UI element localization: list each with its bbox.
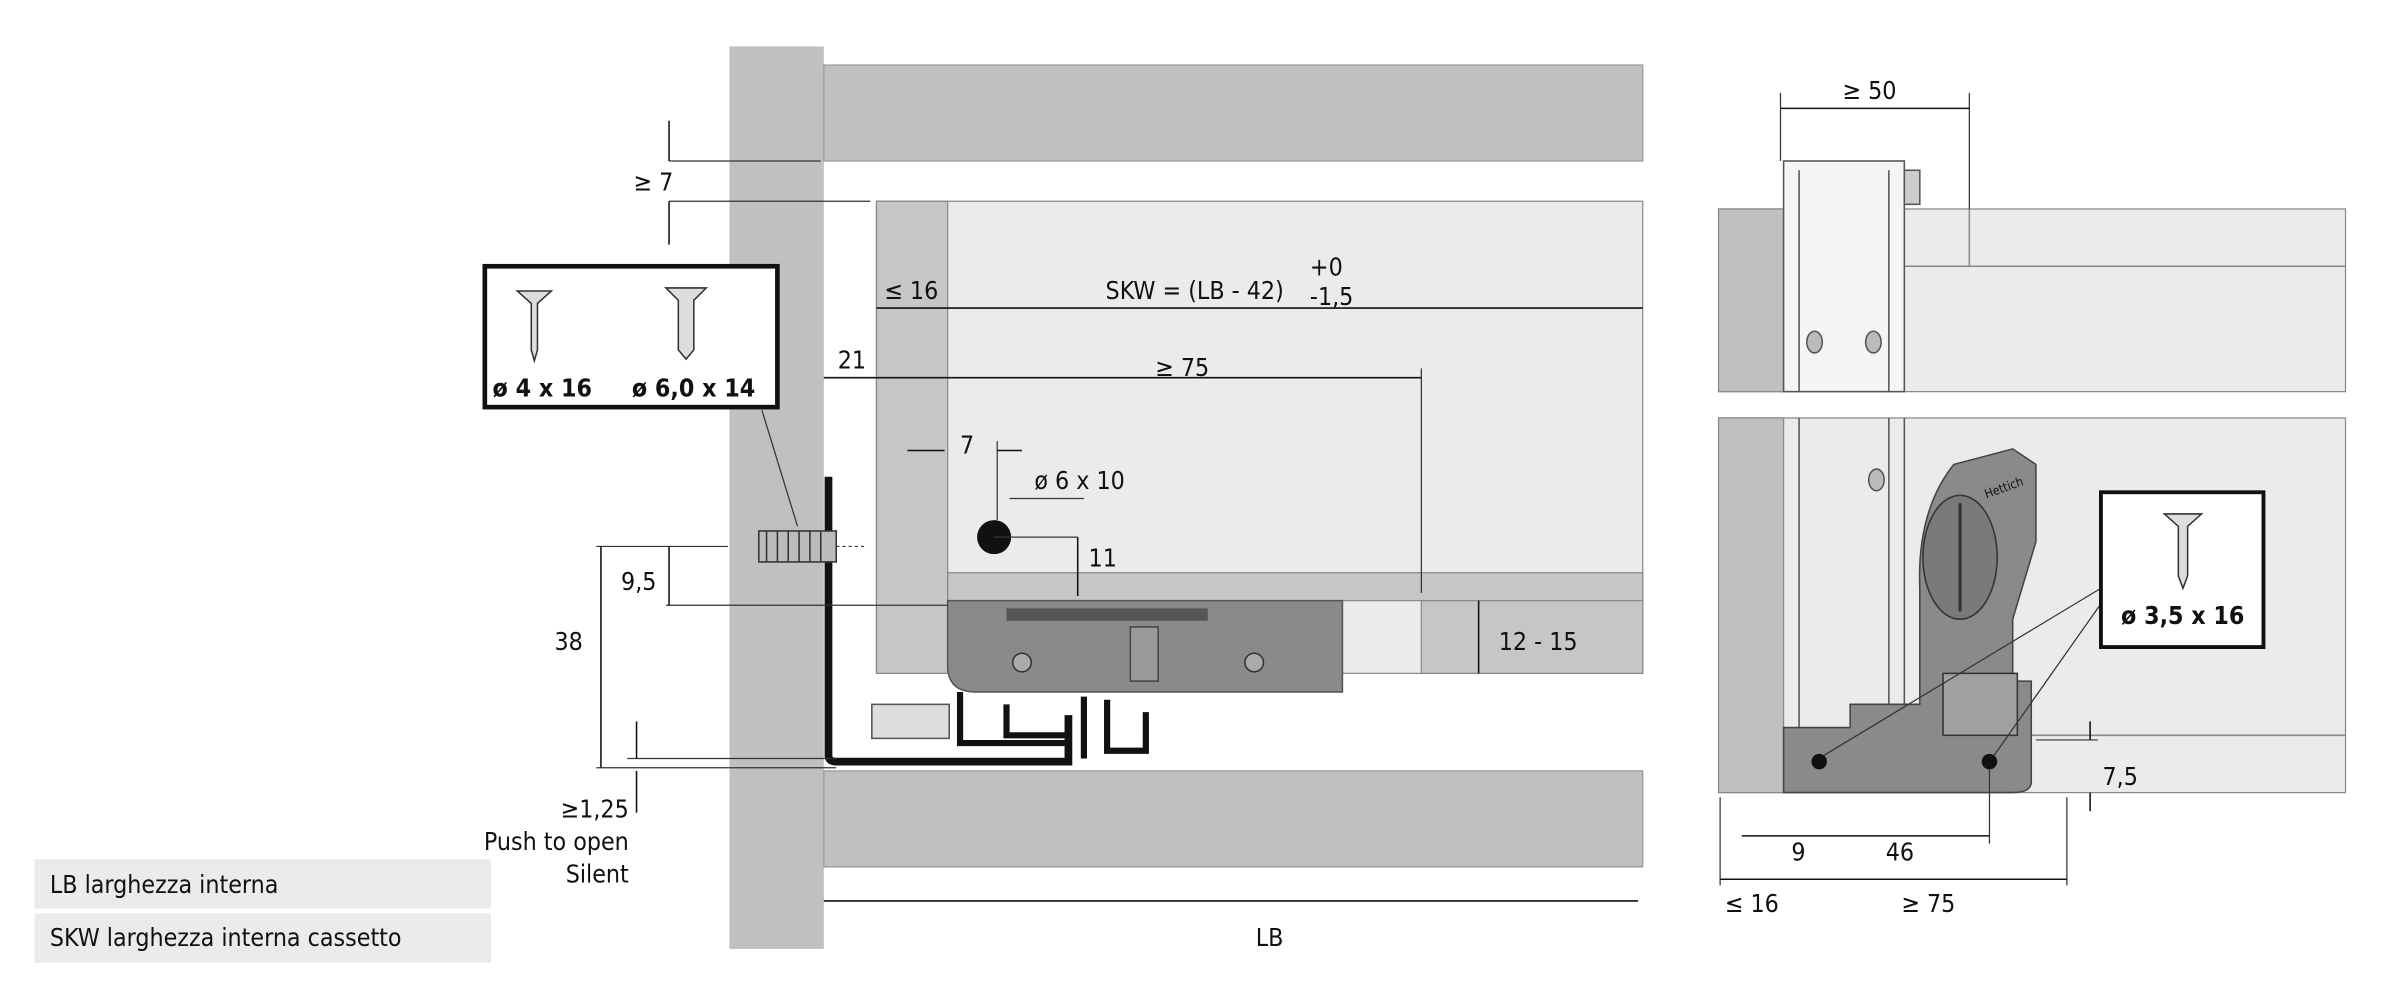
side-section-view: Hettich ø 3,5 x 16 ≥ 50 7,5 9 [1717,76,2347,918]
bottom-shelf [823,770,1644,868]
drawer-bottom-recess [1420,600,1644,674]
runner-profile-top [1782,160,1906,393]
screw-legend-box-right: ø 3,5 x 16 [2098,490,2266,649]
drawer-front-panel [875,200,949,674]
dim-lb: LB [1256,923,1284,952]
dim-hole: ø 6 x 10 [1034,466,1125,495]
abbreviation-legend: LB larghezza interna SKW larghezza inter… [34,859,492,963]
top-shelf [823,64,1644,162]
side-dimension-lines [1719,92,2098,886]
dim-front-thickness: ≤ 16 [884,276,938,305]
dim-right-9: 9 [1791,838,1805,867]
dim-min-75: ≥ 75 [1155,353,1209,382]
screw-size-3-5x16: ø 3,5 x 16 [2121,601,2244,630]
dim-skw-formula: SKW = (LB - 42) [1106,276,1284,305]
dim-right-7-5: 7,5 [2102,762,2137,791]
dim-38: 38 [554,627,582,656]
dim-7: 7 [960,431,974,460]
screw-size-6x14: ø 6,0 x 14 [632,373,755,402]
legend-skw: SKW larghezza interna cassetto [50,923,402,952]
screw-legend-box-left: ø 4 x 16 ø 6,0 x 14 [482,263,780,410]
dimension-lines [596,120,1643,902]
dim-skw-tol-plus: +0 [1310,253,1343,282]
dim-11: 11 [1089,544,1117,573]
dim-12-15: 12 - 15 [1499,627,1578,656]
dim-9-5: 9,5 [621,567,656,596]
screw-size-4x16: ø 4 x 16 [493,373,592,402]
dim-right-min-75: ≥ 75 [1901,889,1955,918]
runner-bracket [824,476,1073,766]
dim-right-max-16: ≤ 16 [1725,889,1779,918]
label-silent: Silent [566,859,629,888]
dim-gap-bottom: ≥1,25 [561,794,629,823]
countersunk-screw-icon [2162,513,2204,591]
drawer-bottom [947,572,1644,602]
front-section-view: ø 4 x 16 ø 6,0 x 14 ≥ 7 ≤ 16 SKW = (LB -… [482,46,1644,952]
dim-right-min-50: ≥ 50 [1842,76,1896,105]
chipboard-screw-icon [664,287,709,361]
dim-gap-top: ≥ 7 [633,167,673,196]
screw-in-wall [758,530,837,563]
label-push-to-open: Push to open [484,827,629,856]
countersunk-screw-icon [515,290,554,364]
legend-lb: LB larghezza interna [50,870,279,899]
dim-skw-tol-minus: -1,5 [1310,282,1353,311]
dim-right-46: 46 [1886,838,1914,867]
dim-21: 21 [838,345,866,374]
cabinet-side-wall [729,46,824,949]
